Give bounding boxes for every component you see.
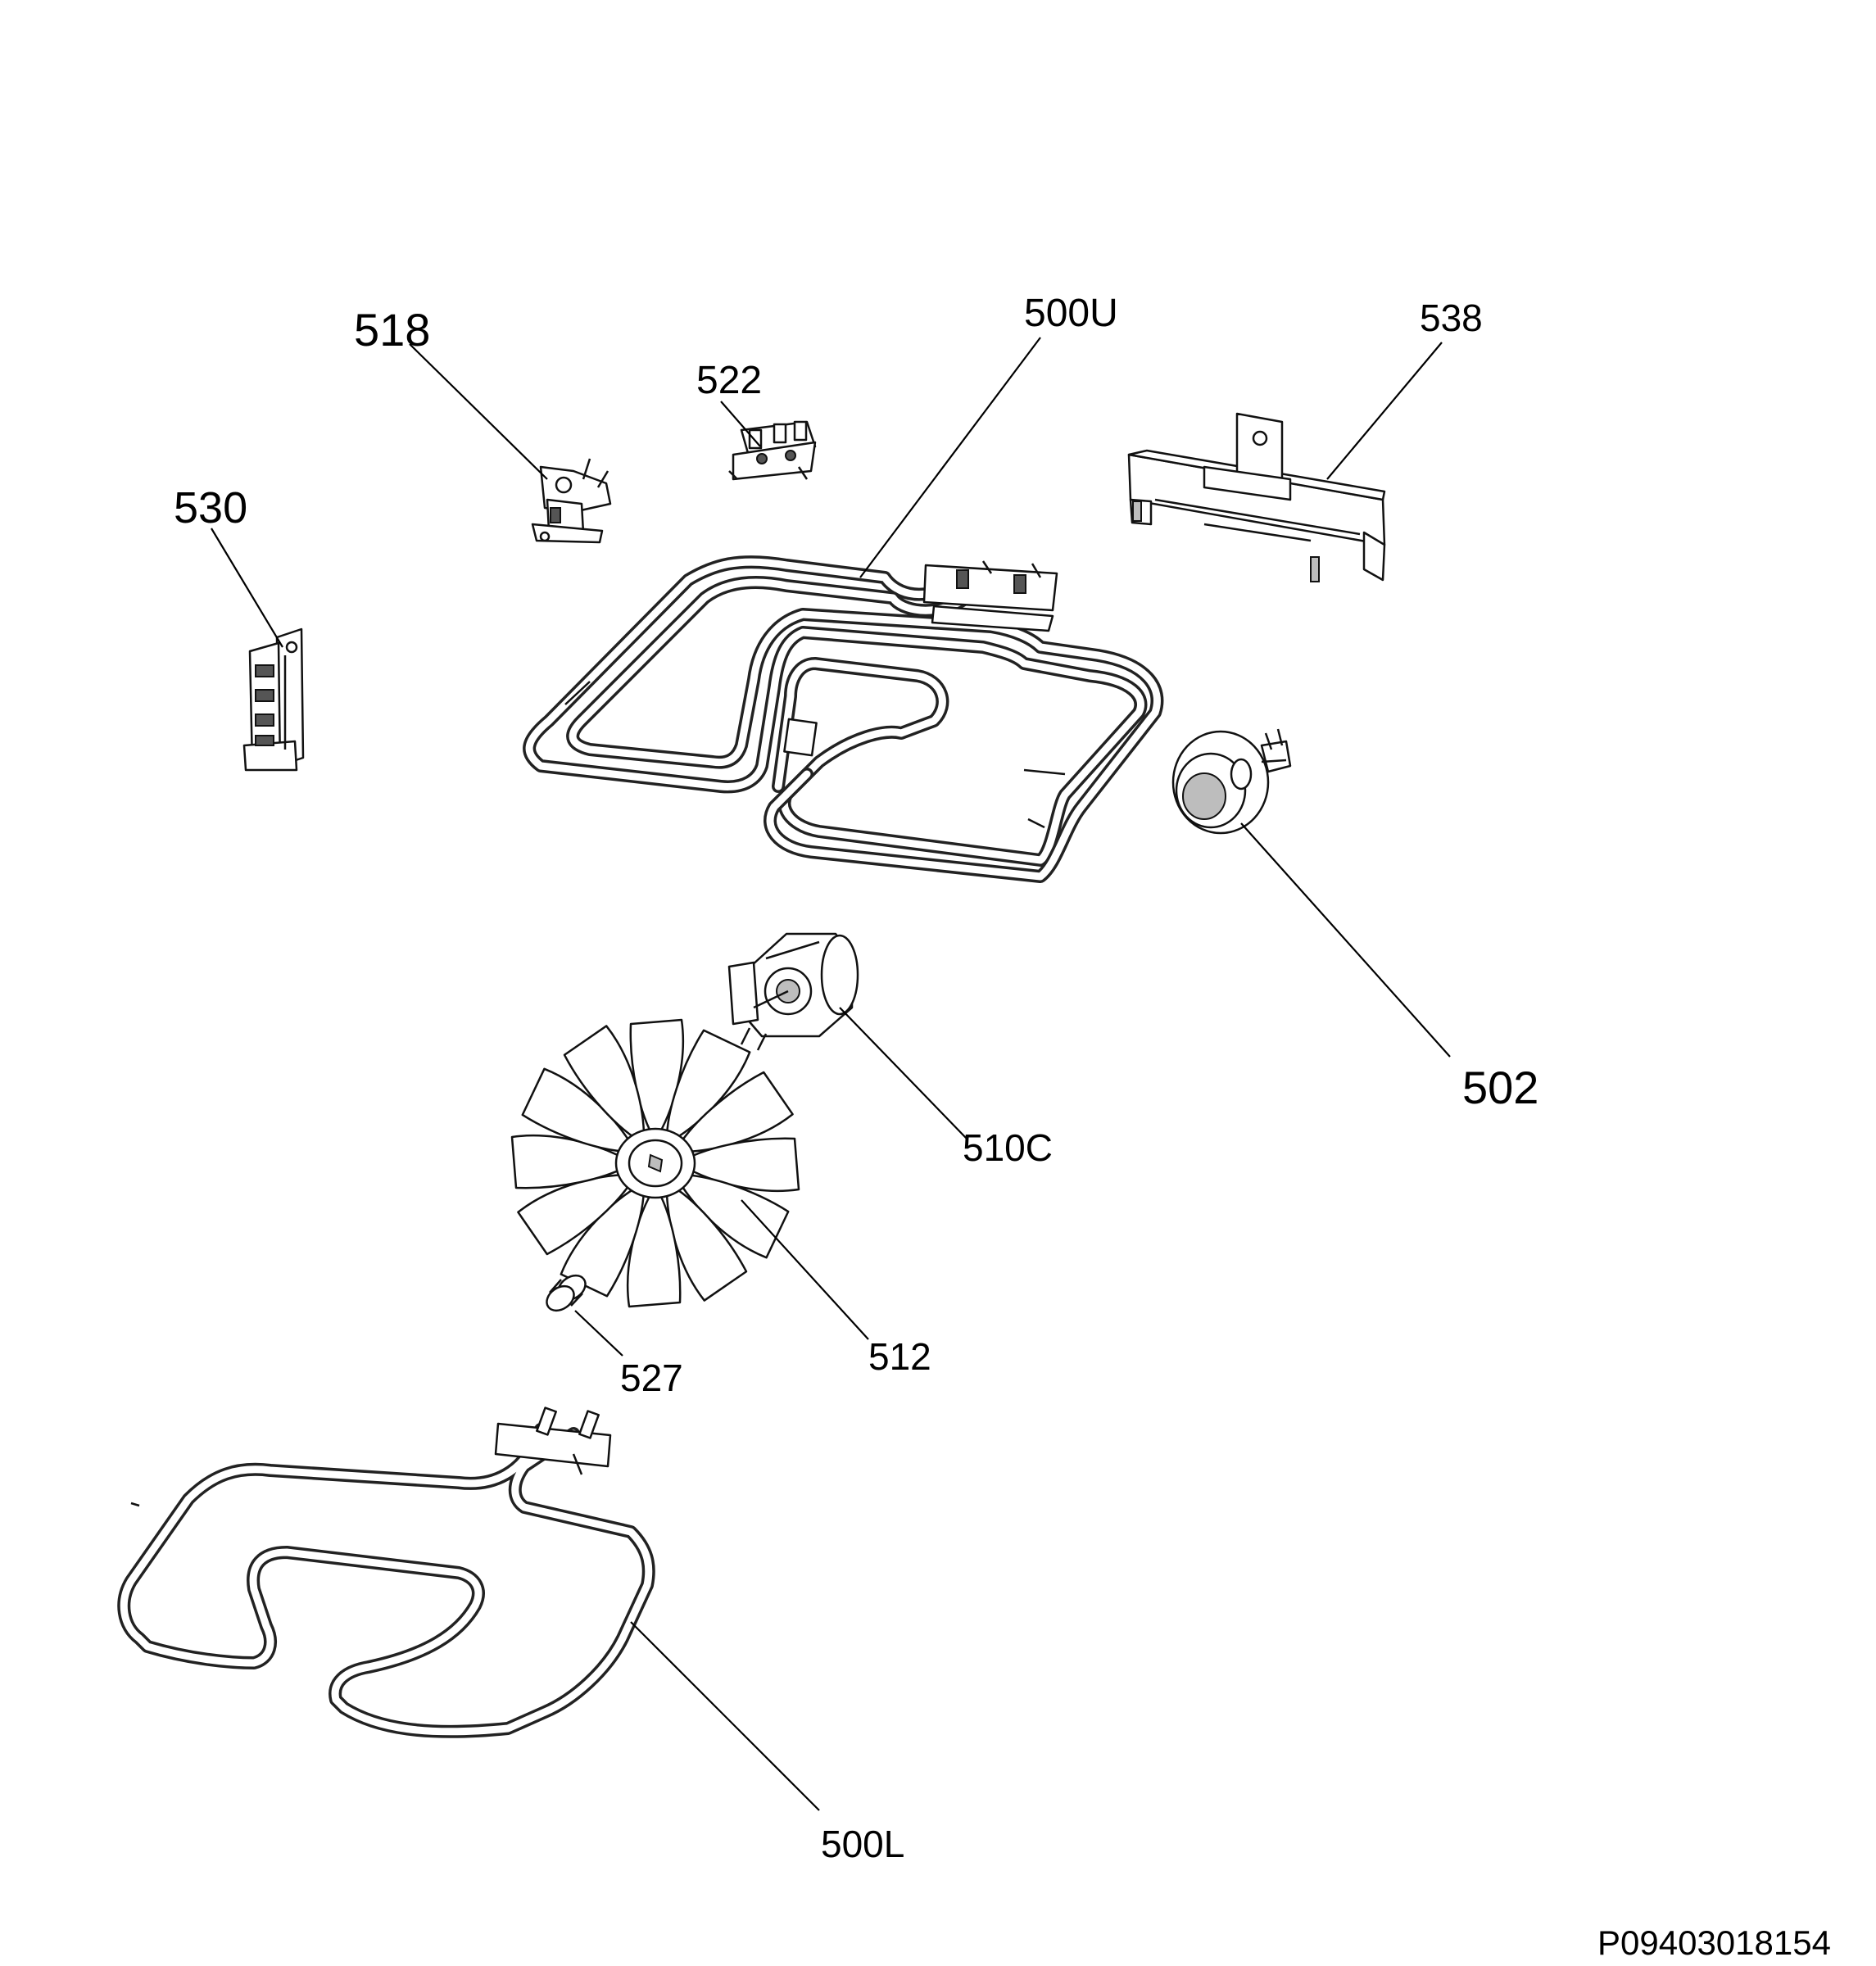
bracket-538 [1127,412,1386,582]
label-527: 527 [620,1357,683,1399]
cap-527 [546,1274,587,1312]
label-530: 530 [174,483,247,532]
label-500L: 500L [821,1823,904,1865]
leader-500L [630,1621,820,1811]
leader-527 [574,1310,623,1357]
label-502: 502 [1462,1062,1538,1113]
leader-538 [1326,342,1443,480]
motor-502 [1171,728,1292,835]
label-500U: 500U [1024,292,1118,335]
upper-heating-element-500U [529,561,1157,877]
leader-522 [720,401,761,447]
leader-512 [741,1199,869,1340]
drawing-code: P09403018154 [1597,1923,1831,1962]
label-512: 512 [868,1335,931,1378]
callout-labels: 500U 538 518 522 530 502 510C 512 527 50… [174,292,1831,1962]
leader-530 [211,528,283,648]
leader-518 [409,343,548,480]
leader-502 [1240,822,1451,1058]
leader-510C [839,1007,967,1139]
terminal-strip-530 [242,627,305,772]
fan-impeller-512 [510,1018,800,1308]
terminal-block-522 [728,420,817,481]
label-518: 518 [354,304,430,356]
label-510C: 510C [963,1126,1053,1169]
lower-heating-element-500L [124,1407,649,1732]
leader-500U [859,337,1041,578]
label-522: 522 [696,359,762,402]
leader-lines [211,337,1451,1811]
thermostat-518 [531,458,612,544]
fan-motor-510C [727,932,859,1051]
label-538: 538 [1420,297,1483,339]
